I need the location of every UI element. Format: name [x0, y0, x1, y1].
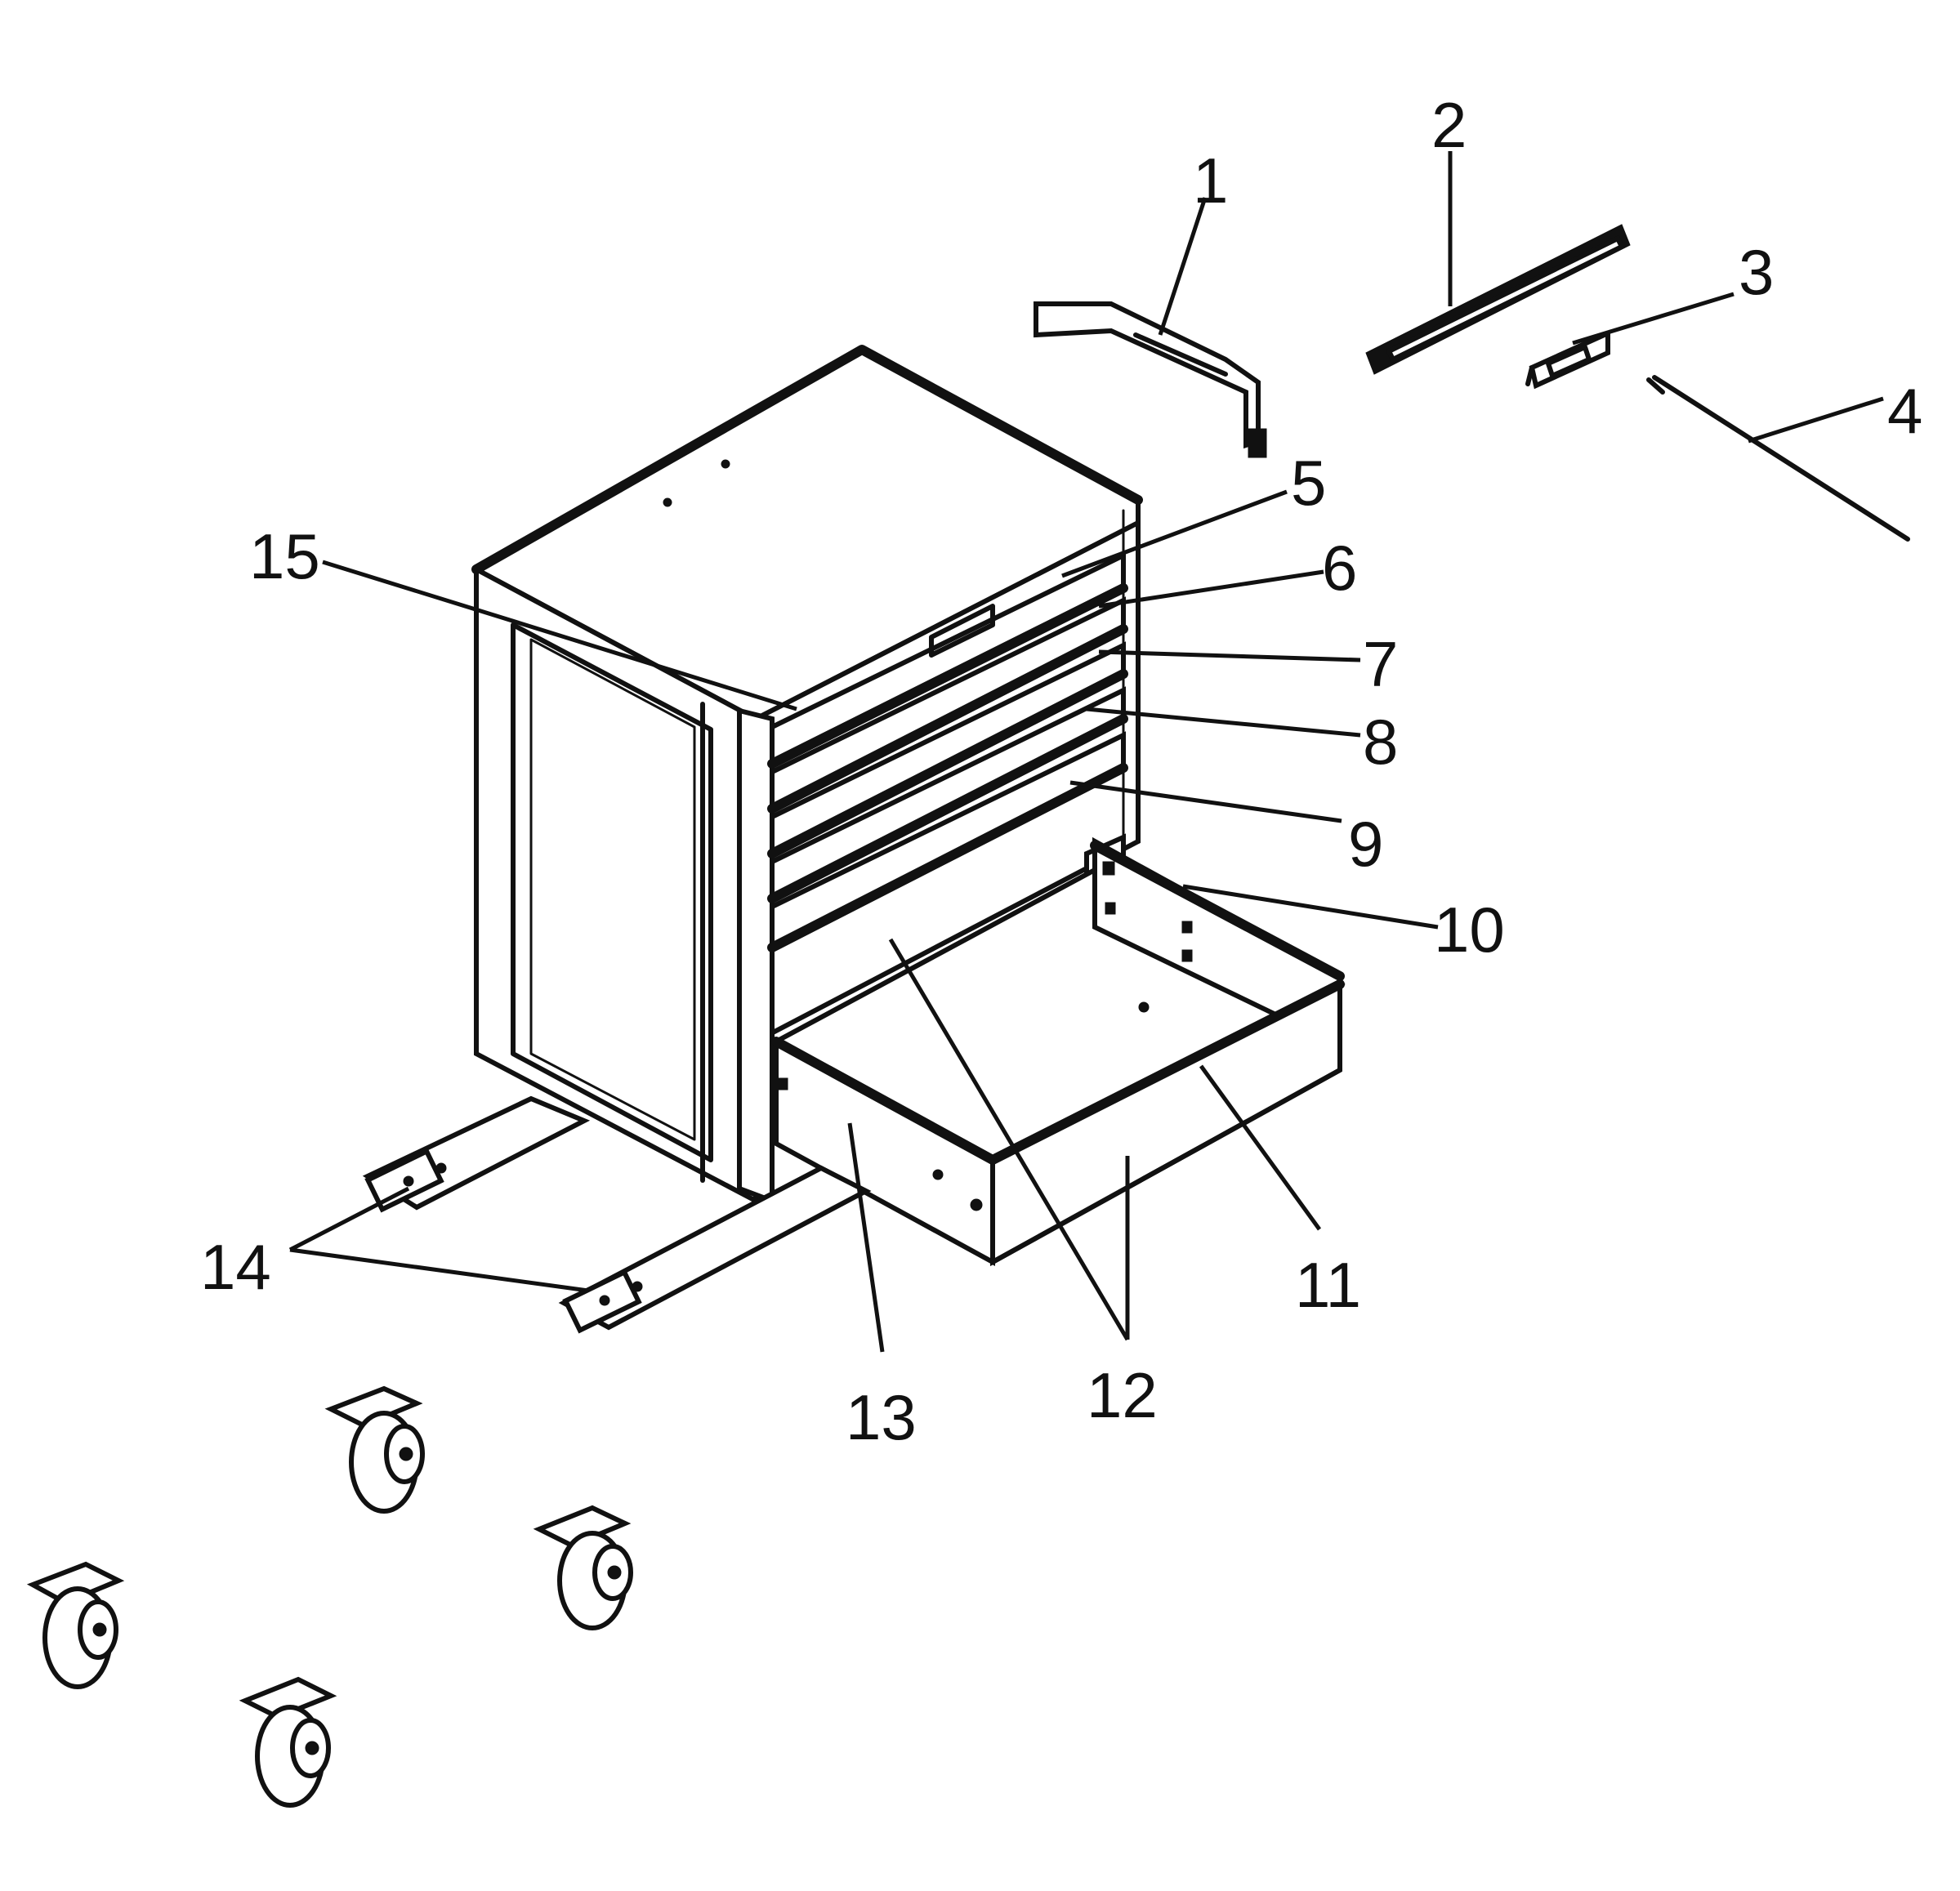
drawer-rivet	[775, 1077, 788, 1090]
caster-wheel	[324, 1385, 425, 1514]
callout-labels: 1 2 3 4 5 6 7 8 9 10 11 12 13 14 15	[200, 89, 1922, 1453]
leader-15	[322, 560, 797, 711]
callout-12: 12	[1087, 1359, 1158, 1431]
caster-wheel	[533, 1505, 633, 1630]
leader-3	[1572, 292, 1735, 346]
callout-14: 14	[200, 1231, 271, 1303]
leader-14b	[289, 1247, 589, 1293]
casters	[26, 1385, 633, 1808]
lock-bracket	[929, 604, 995, 658]
callout-4: 4	[1887, 375, 1922, 447]
callout-5: 5	[1291, 447, 1326, 519]
callout-3: 3	[1739, 236, 1774, 308]
callout-9: 9	[1348, 808, 1383, 880]
caster-wheel	[26, 1561, 125, 1689]
open-drawer	[770, 833, 1346, 1267]
base-rails	[362, 1095, 872, 1334]
callout-1: 1	[1193, 145, 1228, 216]
leader-13	[847, 1122, 885, 1353]
callout-13: 13	[846, 1381, 917, 1453]
drawer-rivet	[1181, 921, 1193, 934]
callout-10: 10	[1434, 894, 1505, 966]
part-2-slide-rail	[1365, 224, 1631, 375]
callout-8: 8	[1363, 706, 1398, 778]
part-4-rod	[1646, 375, 1910, 542]
callout-7: 7	[1363, 628, 1398, 700]
drawer-rivet	[932, 1169, 944, 1180]
closed-drawers	[767, 551, 1128, 952]
leader-10	[1182, 884, 1439, 930]
caster-wheel	[239, 1676, 337, 1808]
top-rivet	[663, 497, 672, 507]
part-1-handle-bracket	[1034, 301, 1267, 458]
drawer-rivet	[1105, 902, 1116, 915]
callout-15: 15	[249, 520, 320, 592]
front-left-post	[737, 707, 775, 1205]
callout-11: 11	[1295, 1249, 1361, 1321]
side-inner-frame	[511, 622, 713, 1162]
drawer-rivet	[970, 1198, 983, 1211]
callout-6: 6	[1322, 532, 1357, 604]
leader-12a	[888, 938, 1130, 1341]
leader-14a	[288, 1186, 410, 1252]
drawer-rivet	[1181, 949, 1193, 962]
drawer-rivet	[1138, 1001, 1150, 1013]
top-rivet	[721, 459, 730, 469]
leader-11	[1199, 1064, 1322, 1231]
drawer-rivet	[1102, 861, 1115, 876]
part-3-latch	[1525, 329, 1610, 390]
leader-4	[1748, 396, 1884, 444]
leader-9	[1069, 780, 1342, 823]
leader-lines	[288, 151, 1884, 1353]
leader-8	[1086, 707, 1361, 738]
leader-1	[1158, 197, 1208, 336]
leader-7	[1098, 649, 1361, 662]
callout-2: 2	[1431, 89, 1467, 161]
leader-5	[1061, 489, 1288, 578]
leader-6	[1098, 569, 1324, 609]
